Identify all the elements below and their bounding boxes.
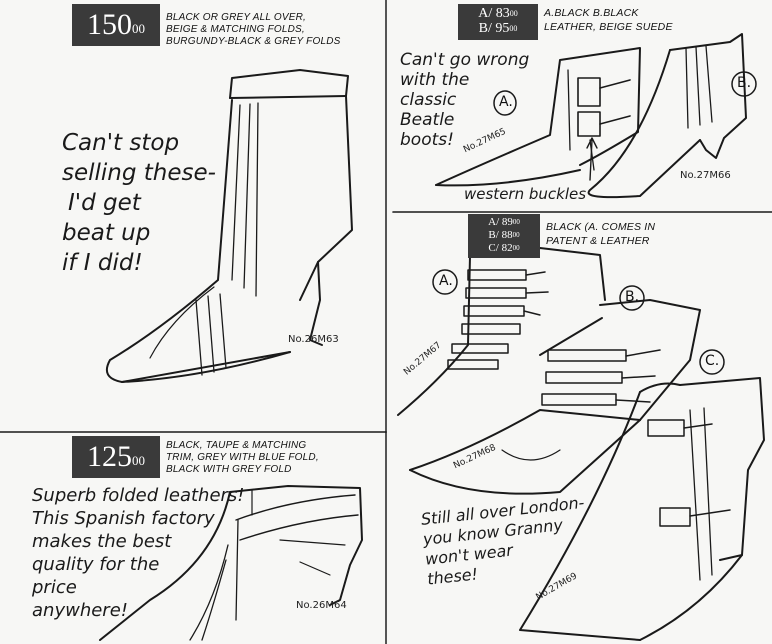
description-line: BEIGE & MATCHING FOLDS, xyxy=(166,24,305,35)
note-line: if I did! xyxy=(62,250,143,276)
description-line: BLACK, TAUPE & MATCHING xyxy=(166,440,307,451)
style-number-26m63: No.26M63 xyxy=(288,334,339,345)
note-line: selling these- xyxy=(62,160,216,186)
price-line: A/ 8900 xyxy=(468,216,540,229)
note-line: quality for the xyxy=(32,554,160,575)
description-line: A.BLACK B.BLACK xyxy=(544,7,639,19)
note-26m64: Superb folded leathers! This Spanish fac… xyxy=(32,484,245,622)
label-a-27m65: A. xyxy=(499,94,513,110)
description-line: BLACK WITH GREY FOLD xyxy=(166,464,292,475)
description-line: LEATHER, BEIGE SUEDE xyxy=(544,21,673,33)
note-line: price xyxy=(32,577,77,598)
price-main: 150 xyxy=(87,8,132,41)
price-main: 125 xyxy=(87,440,132,473)
note-27m67-69: Still all over London- you know Granny w… xyxy=(420,493,592,590)
label-b-27m68: B. xyxy=(625,289,640,305)
price-cents: 00 xyxy=(132,21,145,36)
style-number-26m64: No.26M64 xyxy=(296,600,347,611)
note-line: anywhere! xyxy=(32,600,128,621)
description-26m63: BLACK OR GREY ALL OVER, BEIGE & MATCHING… xyxy=(166,12,376,48)
note-line: Can't stop xyxy=(62,130,180,156)
price-line: B/ 9500 xyxy=(458,21,538,36)
price-b: B/ 88 xyxy=(488,229,513,241)
boot-27m66-drawing xyxy=(587,33,747,199)
description-line: PATENT & LEATHER xyxy=(546,235,650,247)
note-line: classic xyxy=(400,90,457,110)
price-cents: 00 xyxy=(512,218,520,226)
label-c-27m69: C. xyxy=(705,353,720,369)
note-line: boots! xyxy=(400,130,454,150)
description-27m65-66: A.BLACK B.BLACK LEATHER, BEIGE SUEDE xyxy=(544,6,714,34)
boot-27m65-drawing xyxy=(435,47,641,187)
label-b-27m66: B. xyxy=(737,75,752,91)
note-line: Beatle xyxy=(400,110,455,130)
boot-27m69-drawing xyxy=(519,377,765,641)
description-27m67-69: BLACK (A. COMES IN PATENT & LEATHER xyxy=(546,220,716,248)
description-line: BLACK (A. COMES IN xyxy=(546,221,656,233)
caption-western-buckles: western buckles xyxy=(464,185,587,203)
description-26m64: BLACK, TAUPE & MATCHING TRIM, GREY WITH … xyxy=(166,440,376,476)
note-line: with the xyxy=(400,70,470,90)
price-cents: 00 xyxy=(512,231,520,239)
note-line: beat up xyxy=(62,220,151,246)
price-a: A/ 83 xyxy=(478,6,510,21)
boot-27m67-drawing xyxy=(397,247,606,416)
price-line: C/ 8200 xyxy=(468,242,540,255)
boot-26m63-drawing xyxy=(106,69,353,383)
price-line: A/ 8300 xyxy=(458,6,538,21)
note-line: This Spanish factory xyxy=(32,508,215,529)
price-line: B/ 8800 xyxy=(468,229,540,242)
description-line: TRIM, GREY WITH BLUE FOLD, xyxy=(166,452,319,463)
price-tag-27m67-69: A/ 8900 B/ 8800 C/ 8200 xyxy=(468,214,540,258)
description-line: BLACK OR GREY ALL OVER, xyxy=(166,12,307,23)
boot-27m68-drawing xyxy=(409,299,701,495)
note-line: makes the best xyxy=(32,531,172,552)
price-a: A/ 89 xyxy=(488,216,513,228)
price-b: B/ 95 xyxy=(478,21,510,36)
price-tag-26m64: 12500 xyxy=(72,436,160,478)
label-a-27m67: A. xyxy=(439,273,453,289)
style-number-27m66: No.27M66 xyxy=(680,170,731,181)
price-tag-27m65-66: A/ 8300 B/ 9500 xyxy=(458,4,538,40)
description-line: BURGUNDY-BLACK & GREY FOLDS xyxy=(166,36,341,47)
price-cents: 00 xyxy=(509,24,518,33)
note-line: I'd get xyxy=(68,190,141,216)
note-27m65: Can't go wrong with the classic Beatle b… xyxy=(400,50,529,150)
price-cents: 00 xyxy=(512,244,520,252)
note-line: Can't go wrong xyxy=(400,50,530,70)
price-tag-26m63: 15000 xyxy=(72,4,160,46)
price-cents: 00 xyxy=(509,9,518,18)
price-c: C/ 82 xyxy=(488,242,513,254)
note-26m63: Can't stop selling these- I'd get beat u… xyxy=(62,128,216,278)
boot-26m64-drawing xyxy=(99,485,363,641)
note-line: Superb folded leathers! xyxy=(32,485,245,506)
price-cents: 00 xyxy=(132,453,145,468)
